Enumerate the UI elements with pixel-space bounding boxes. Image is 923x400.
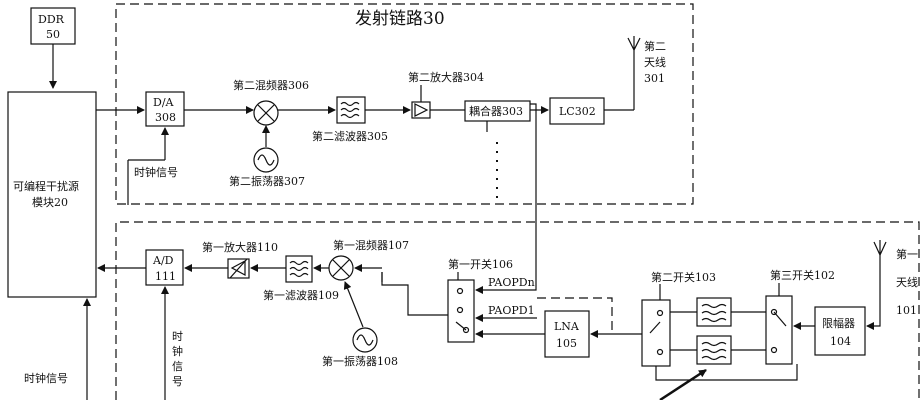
antenna2-label-3: 301 (644, 72, 665, 85)
antenna1-label-3: 101 (896, 304, 917, 317)
lc-label: LC302 (559, 105, 596, 118)
ad-box (145, 249, 184, 286)
source-label-line1: 可编程干扰源 (13, 179, 79, 193)
osc2-label: 第二振荡器307 (229, 174, 305, 188)
switch3-label: 第三开关102 (770, 268, 835, 282)
antenna1-to-limiter (866, 255, 881, 330)
clock-left-label: 时钟信号 (24, 371, 68, 385)
antenna1-icon (873, 240, 887, 256)
rx-chain-region (115, 221, 920, 400)
mixer2-label: 第二混频器306 (233, 78, 309, 92)
ddr-number: 50 (46, 28, 60, 41)
interference-source-box (7, 91, 97, 298)
antenna1-label-2: 天线 (896, 275, 918, 289)
limiter-box (814, 306, 866, 356)
paopdn-line (475, 103, 537, 294)
lc-box (549, 97, 605, 125)
clock-tx-label: 时钟信号 (134, 165, 178, 179)
filter2-label: 第二滤波器305 (312, 129, 388, 143)
antenna2-label-2: 天线 (644, 55, 666, 69)
source-label-line2: 模块20 (32, 196, 68, 209)
switch-control-line (655, 364, 798, 381)
clock-rx-char-1: 时 (172, 330, 183, 343)
switch2-box (641, 299, 671, 367)
ddr-label: DDR (38, 13, 65, 26)
lna-number: 105 (556, 337, 577, 350)
lna-box (544, 310, 590, 358)
limiter-label: 限幅器 (822, 317, 855, 330)
mixer1-label: 第一混频器107 (333, 238, 409, 252)
filter1-label: 第一滤波器109 (263, 288, 339, 302)
switch2-label: 第二开关103 (651, 270, 716, 284)
paopd1-label: PAOPD1 (488, 304, 535, 317)
antenna1-label-1: 第一 (896, 247, 918, 261)
clock-rx-char-2: 钟 (172, 344, 183, 358)
amp1-label: 第一放大器110 (202, 240, 278, 254)
switch1-label: 第一开关106 (448, 257, 513, 271)
coupler-box (464, 100, 531, 122)
ad-label: A/D (152, 254, 174, 267)
antenna2-label-1: 第二 (644, 39, 666, 53)
ad-number: 111 (155, 270, 176, 283)
da-number: 308 (155, 111, 176, 124)
amp2-label: 第二放大器304 (408, 70, 484, 84)
limiter-number: 104 (830, 335, 851, 348)
coupler-label: 耦合器303 (469, 104, 523, 118)
lna-label: LNA (554, 320, 580, 333)
switch1-to-mixer1 (381, 272, 448, 316)
paopdn-label: PAOPDn (488, 276, 535, 289)
switch3-box (765, 295, 793, 365)
filter1-box (285, 255, 313, 283)
control-arrow-thick (659, 368, 707, 400)
antenna2-icon (627, 36, 641, 51)
lna-dashed-bypass (537, 297, 613, 334)
clock-rx-char-4: 号 (172, 375, 183, 388)
tx-chain-title: 发射链路30 (355, 9, 445, 29)
tx-chain-region (115, 3, 694, 205)
da-box (145, 91, 185, 127)
da-label: D/A (153, 96, 175, 109)
clock-rx-char-3: 信 (172, 360, 183, 373)
osc1-label: 第一振荡器108 (322, 354, 398, 368)
osc1-to-mixer1 (343, 281, 364, 328)
